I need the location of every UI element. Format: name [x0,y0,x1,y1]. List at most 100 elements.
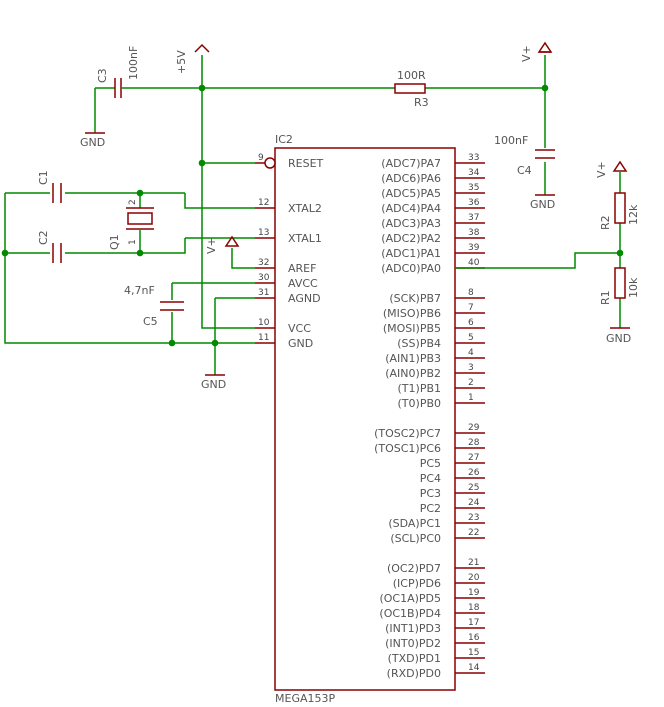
pin-number: 38 [468,228,480,238]
ic-pin-right: 21(OC2)PD7 [387,558,485,575]
ic-pin-right: 26 PC4 [420,468,485,485]
pin-label: PC4 [420,472,441,485]
ic-pin-right: 23(SDA)PC1 [388,513,485,530]
ic-pin-right: 35(ADC5)PA5 [381,183,485,200]
ic-pin-right: 6(MOSI)PB5 [383,318,485,335]
pin-number: 3 [468,363,474,373]
junction [198,159,206,167]
pin-label: (OC1A)PD5 [379,592,441,605]
r3-name: R3 [414,96,429,109]
pin-number: 19 [468,588,480,598]
pin-label: XTAL2 [288,202,322,215]
wire-pa0-divider [455,252,620,269]
pin-number: 5 [468,333,474,343]
plus5v-label: +5V [175,50,188,74]
ic-pin-right: 16 (INT0)PD2 [385,633,485,650]
junctions [1,84,624,347]
pin-number: 2 [468,378,474,388]
pin-label: (ADC6)PA6 [381,172,441,185]
pin-number: 8 [468,288,474,298]
r3-value: 100R [397,69,426,82]
junction [211,339,219,347]
reset-inversion-bubble [264,157,276,169]
pin-number: 32 [258,258,269,268]
ic-pin-right: 5(SS)PB4 [397,333,485,350]
pin-label: (AIN0)PB2 [385,367,441,380]
pin-label: (ADC1)PA1 [381,247,441,260]
pin-label: (AIN1)PB3 [385,352,441,365]
junction [198,84,206,92]
vplus-label-top: V+ [520,45,533,62]
vplus-divider-supply-icon: V+ [595,160,628,178]
vplus-supply-icon: V+ [520,41,553,62]
capacitor-c1: C1 [37,170,62,203]
pin-number: 17 [468,618,479,628]
pin-number: 30 [258,273,270,283]
pin-number: 39 [468,243,480,253]
gnd-ic-label: GND [201,378,226,391]
pin-number: 25 [468,483,479,493]
pin-label: (TOSC1)PC6 [374,442,441,455]
gnd-ic-icon: GND [201,374,226,391]
pin-number: 40 [468,258,480,268]
pin-number: 29 [468,423,480,433]
ic-pin-right: 38(ADC2)PA2 [381,228,485,245]
vplus-aref-supply-icon: V+ [205,235,240,254]
pin-number: 14 [468,663,480,673]
pin-label: (TXD)PD1 [388,652,441,665]
ic-pin-right: 29 (TOSC2)PC7 [374,423,485,440]
junction [616,249,624,257]
pin-label: (TOSC2)PC7 [374,427,441,440]
wires [4,55,621,375]
wire-aref [231,248,255,269]
ic-pin-right: 34(ADC6)PA6 [381,168,485,185]
ic-pin-right: 33(ADC7)PA7 [381,153,485,170]
ic-pin-right: 3 (AIN0)PB2 [385,363,485,380]
pin-number: 1 [468,393,474,403]
pin-label: (ADC7)PA7 [381,157,441,170]
c1-name: C1 [37,170,50,185]
pin-label: (SCL)PC0 [390,532,441,545]
pin-number: 16 [468,633,480,643]
pin-number: 10 [258,318,270,328]
ic-pin-right: 39 (ADC1)PA1 [381,243,485,260]
q1-name: Q1 [108,234,121,250]
pin-number: 27 [468,453,479,463]
ic-pin-right: 36(ADC4)PA4 [381,198,485,215]
resistor-r1: R1 10k [599,267,640,305]
pin-number: 26 [468,468,480,478]
ic-pin-right: 19 (OC1A)PD5 [379,588,485,605]
pin-label: PC5 [420,457,441,470]
r1-name: R1 [599,290,612,305]
pin-number: 28 [468,438,480,448]
ic-body [274,147,456,691]
ic-pin-right: 20(ICP)PD6 [393,573,485,590]
r2-value: 12k [627,204,640,225]
ic-pin-right: 22(SCL)PC0 [390,528,485,545]
capacitor-c3: C3 100nF [96,46,140,98]
ic-pin-right: 4 (AIN1)PB3 [385,348,485,365]
pin-label: (ICP)PD6 [393,577,441,590]
resistor-r2: R2 12k [599,192,640,230]
pin-label: PC3 [420,487,441,500]
pin-label: (INT0)PD2 [385,637,441,650]
capacitor-c5: 4,7nF C5 [124,284,184,328]
q1-pin2: 2 [128,199,138,205]
c2-name: C2 [37,230,50,245]
ic-pin-right: 15(TXD)PD1 [388,648,485,665]
pin-number: 21 [468,558,479,568]
pin-number: 6 [468,318,474,328]
pin-number: 37 [468,213,479,223]
pin-number: 4 [468,348,474,358]
junction [136,189,144,197]
gnd-c4-icon: GND [530,194,555,211]
wire-gnd-loop [4,193,255,344]
c3-value: 100nF [127,46,140,80]
junction [1,249,9,257]
